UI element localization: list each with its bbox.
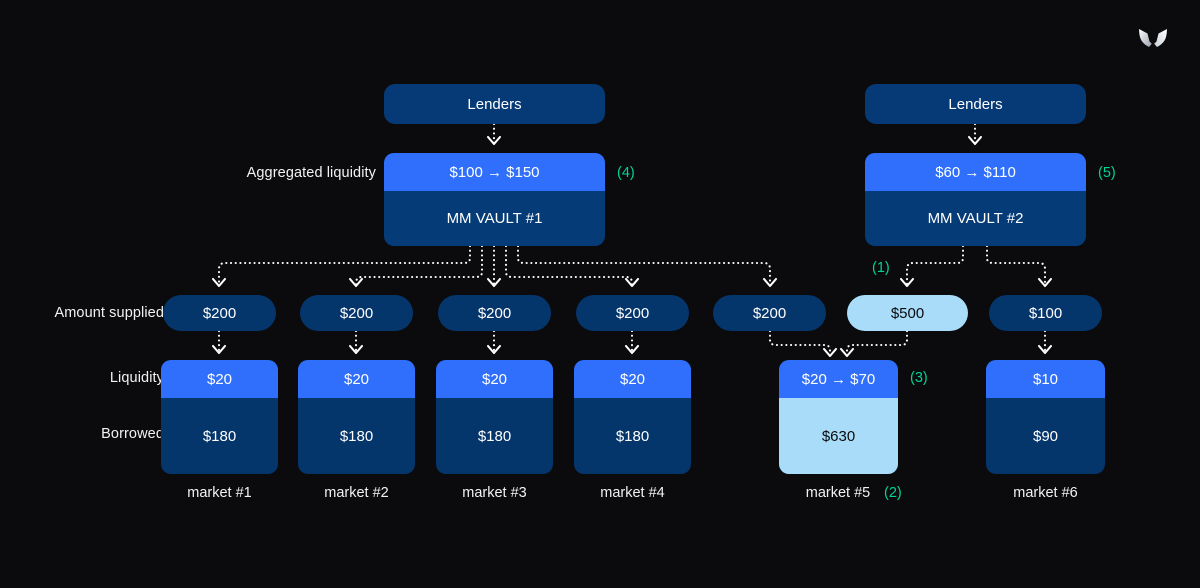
market-box-6: $10 $90: [986, 360, 1105, 474]
market-label-5: market #5: [805, 485, 871, 501]
market-6-borrowed: $90: [1032, 427, 1059, 445]
mm-vault-1: $100 → $150 MM VAULT #1: [384, 153, 605, 246]
lenders-label: Lenders: [467, 95, 522, 113]
market-2-borrowed: $180: [339, 427, 374, 445]
market-3-borrowed: $180: [477, 427, 512, 445]
morpho-butterfly-logo: [1136, 26, 1170, 58]
supplied-pill-2: $200: [300, 295, 413, 331]
supplied-value: $200: [339, 304, 374, 322]
supplied-value: $200: [752, 304, 787, 322]
market-1-borrowed: $180: [202, 427, 237, 445]
vault-1-liquidity-value: $100 → $150: [384, 153, 605, 191]
supplied-value: $200: [477, 304, 512, 322]
mm-vault-2: $60 → $110 MM VAULT #2: [865, 153, 1086, 246]
lenders-box-vault-2: Lenders: [865, 84, 1086, 124]
row-label-amount-supplied: Amount supplied: [54, 305, 164, 321]
market-label-4: market #4: [600, 485, 665, 501]
supplied-pill-6: $500: [847, 295, 968, 331]
lenders-label: Lenders: [948, 95, 1003, 113]
row-label-borrowed: Borrowed: [101, 426, 164, 442]
supplied-pill-3: $200: [438, 295, 551, 331]
supplied-value: $200: [615, 304, 650, 322]
step-marker-2: (2): [884, 485, 902, 501]
market-4-borrowed: $180: [615, 427, 650, 445]
market-box-5: $20 → $70 $630: [779, 360, 898, 474]
supplied-pill-1: $200: [163, 295, 276, 331]
supplied-value: $100: [1028, 304, 1063, 322]
market-box-2: $20 $180: [298, 360, 415, 474]
market-4-liquidity: $20: [574, 360, 691, 398]
market-1-liquidity: $20: [161, 360, 278, 398]
row-label-aggregated-liquidity: Aggregated liquidity: [246, 165, 376, 181]
supplied-pill-5: $200: [713, 295, 826, 331]
supplied-value: $500: [890, 304, 925, 322]
supplied-pill-4: $200: [576, 295, 689, 331]
vault-2-liquidity-value: $60 → $110: [865, 153, 1086, 191]
market-box-3: $20 $180: [436, 360, 553, 474]
market-6-liquidity: $10: [986, 360, 1105, 398]
row-label-liquidity: Liquidity: [109, 370, 164, 386]
step-marker-4: (4): [617, 165, 635, 181]
market-label-1: market #1: [187, 485, 252, 501]
step-marker-1: (1): [872, 260, 890, 276]
market-5-liquidity: $20 → $70: [779, 360, 898, 398]
market-label-2: market #2: [324, 485, 389, 501]
market-box-1: $20 $180: [161, 360, 278, 474]
vault-2-name: MM VAULT #2: [927, 210, 1024, 227]
step-marker-3: (3): [910, 370, 928, 386]
market-5-borrowed: $630: [779, 398, 898, 474]
supplied-value: $200: [202, 304, 237, 322]
market-box-4: $20 $180: [574, 360, 691, 474]
step-marker-5: (5): [1098, 165, 1116, 181]
vault-1-name: MM VAULT #1: [446, 210, 543, 227]
market-label-3: market #3: [462, 485, 527, 501]
lenders-box-vault-1: Lenders: [384, 84, 605, 124]
supplied-pill-7: $100: [989, 295, 1102, 331]
market-label-6: market #6: [1013, 485, 1078, 501]
market-3-liquidity: $20: [436, 360, 553, 398]
market-2-liquidity: $20: [298, 360, 415, 398]
